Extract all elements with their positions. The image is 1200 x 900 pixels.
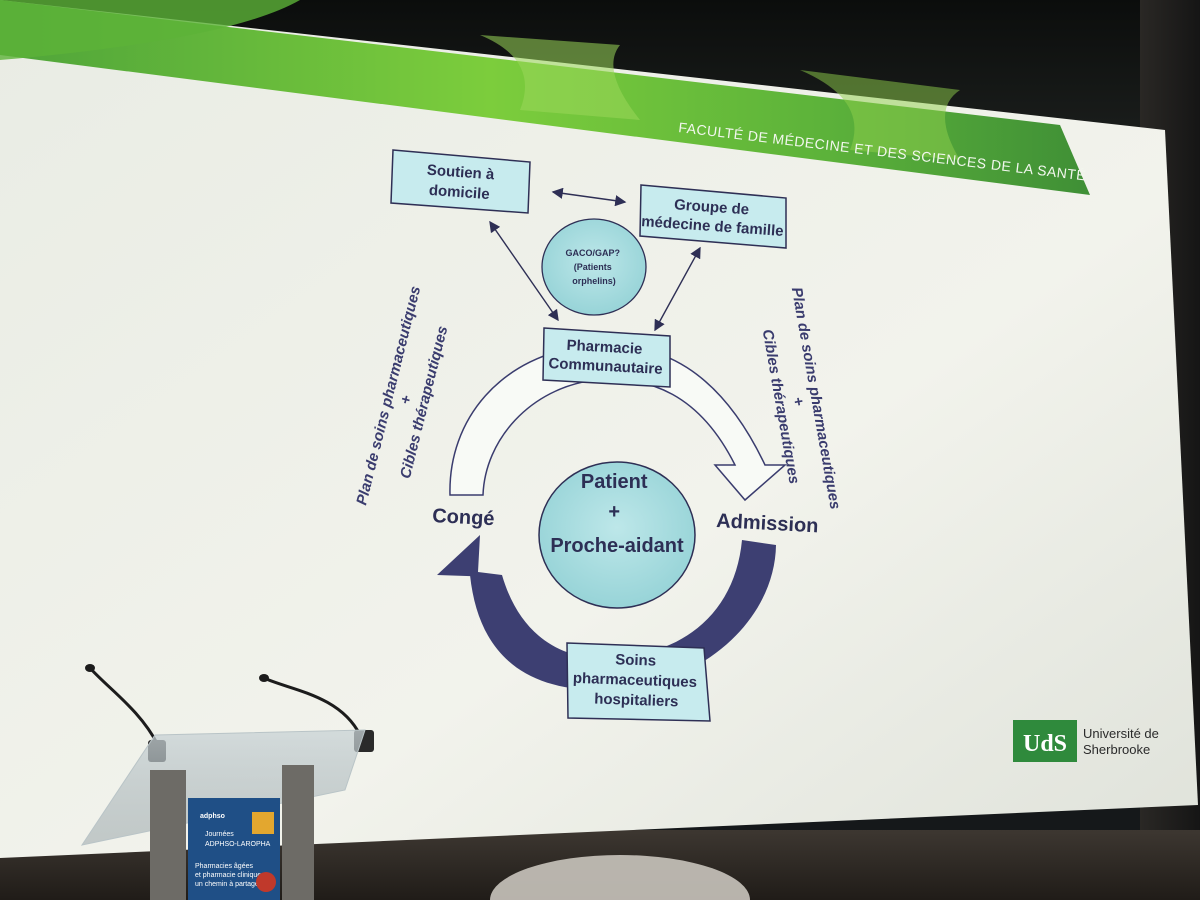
audience-head — [490, 855, 750, 900]
connector-arrows — [489, 187, 701, 332]
gaco-line-1: GACO/GAP? — [565, 248, 620, 258]
svg-text:Soins pharmaceutiques: Soins pharmaceutiques hospitaliers — [572, 650, 702, 711]
soins-hospitaliers-box: Soins pharmaceutiques hospitaliers — [566, 642, 711, 722]
svg-text:GACO/GAP? (Patients: GACO/GAP? (Patients orphelins) — [565, 248, 622, 286]
uds-name-line-2: Sherbrooke — [1083, 742, 1150, 757]
patient-line-1: Patient — [581, 471, 648, 493]
right-side-line-2: + — [789, 396, 807, 408]
gmf-line-1: Groupe de — [674, 196, 750, 218]
admission-label: Admission — [716, 510, 819, 537]
poster-brand: adphso — [200, 813, 225, 820]
podium: adphso Journées ADPHSO-LAROPHA Pharmacie… — [80, 729, 366, 900]
soins-line-3: hospitaliers — [594, 691, 679, 711]
gaco-line-3: orphelins) — [572, 276, 616, 286]
pharmacie-box: Pharmacie Communautaire — [542, 327, 671, 388]
uds-mark: UdS — [1023, 731, 1067, 757]
soutien-line-2: domicile — [428, 182, 490, 203]
uds-name-line-1: Université de — [1083, 726, 1159, 741]
gaco-line-2: (Patients — [574, 262, 612, 272]
poster-line-4: et pharmacie clinique : — [195, 872, 265, 879]
patient-circle: Patient + Proche-aidant — [538, 461, 696, 609]
poster-line-2: ADPHSO-LAROPHA — [205, 841, 271, 848]
poster-line-3: Pharmacies âgées — [195, 863, 253, 870]
conge-label: Congé — [432, 505, 495, 530]
svg-text:Pharmacie Communautaire: Pharmacie Communautaire — [548, 336, 664, 378]
patient-line-3: Proche-aidant — [550, 535, 684, 557]
gaco-circle: GACO/GAP? (Patients orphelins) — [541, 218, 647, 316]
white-cycle-arrow — [449, 343, 787, 502]
patient-line-2: + — [608, 501, 620, 523]
soins-line-1: Soins — [615, 651, 656, 669]
pharmacie-line-2: Communautaire — [548, 355, 663, 378]
soutien-line-1: Soutien à — [426, 162, 495, 184]
gmf-box: Groupe de médecine de famille — [639, 184, 787, 249]
soins-line-2: pharmaceutiques — [573, 670, 698, 691]
poster-line-5: un chemin à partager — [195, 881, 262, 888]
soutien-domicile-box: Soutien à domicile — [390, 149, 531, 214]
projection-screen — [0, 0, 1198, 858]
pharmacie-line-1: Pharmacie — [566, 337, 643, 358]
uds-logo: UdS Université de Sherbrooke — [1013, 720, 1159, 762]
poster-line-1: Journées — [205, 831, 234, 838]
svg-text:Patient + Proche-a: Patient + Proche-aidant — [550, 471, 684, 557]
svg-text:Soutien à domicile: Soutien à domicile — [425, 162, 499, 204]
